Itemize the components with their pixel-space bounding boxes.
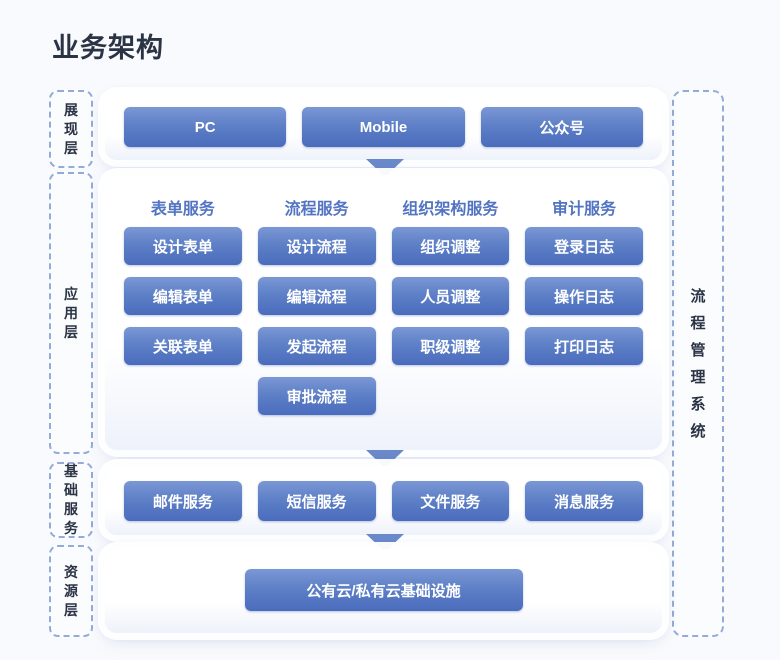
layer-tag-presentation: 展现层 [49,90,93,168]
resource-button-row: 公有云/私有云基础设施 [105,569,662,611]
button-cloud-infrastructure[interactable]: 公有云/私有云基础设施 [244,569,523,611]
button-personnel-adjustment[interactable]: 人员调整 [391,277,510,315]
button-operation-log[interactable]: 操作日志 [525,277,643,315]
page-title: 业务架构 [52,33,164,63]
button-org-adjustment[interactable]: 组织调整 [391,227,510,265]
panel-application-layer: 表单服务 流程服务 组织架构服务 审计服务 设计表单 编辑表单 关联表单 设计流… [105,175,662,450]
layer-tag-basic-services: 基础服务 [49,462,93,538]
button-approve-process[interactable]: 审批流程 [257,377,376,415]
button-official-account[interactable]: 公众号 [480,107,643,147]
basic-services-button-row: 邮件服务 短信服务 文件服务 消息服务 [124,481,643,521]
column-header-process-service: 流程服务 [284,201,349,218]
button-pc[interactable]: PC [124,107,287,147]
layer-tag-resource-label: 资源层 [64,563,78,618]
panel-basic-services: 邮件服务 短信服务 文件服务 消息服务 [105,466,662,535]
layer-tag-resource: 资源层 [49,545,93,637]
system-tag-label: 流程管理系统 [690,287,706,440]
application-service-grid: 设计表单 编辑表单 关联表单 设计流程 编辑流程 发起流程 审批流程 组织调整 … [124,227,643,415]
system-tag-process-management: 流程管理系统 [672,90,724,637]
button-design-form[interactable]: 设计表单 [124,227,242,265]
column-header-form-service: 表单服务 [150,201,215,218]
button-message-service[interactable]: 消息服务 [525,481,643,521]
application-column-headers: 表单服务 流程服务 组织架构服务 审计服务 [124,195,643,219]
button-print-log[interactable]: 打印日志 [525,327,643,365]
layer-tag-presentation-label: 展现层 [64,101,78,156]
panel-presentation-layer: PC Mobile 公众号 [105,94,662,160]
layer-tag-basic-services-label: 基础服务 [64,463,78,536]
button-start-process[interactable]: 发起流程 [257,327,376,365]
button-mail-service[interactable]: 邮件服务 [124,481,242,521]
panel-resource-layer: 公有云/私有云基础设施 [105,549,662,633]
column-form-service: 设计表单 编辑表单 关联表单 [124,227,242,415]
button-sms-service[interactable]: 短信服务 [257,481,376,521]
column-header-org-structure-service: 组织架构服务 [402,201,499,218]
button-link-form[interactable]: 关联表单 [124,327,242,365]
button-login-log[interactable]: 登录日志 [525,227,643,265]
column-header-audit-service: 审计服务 [552,201,617,218]
button-edit-form[interactable]: 编辑表单 [124,277,242,315]
column-org-structure-service: 组织调整 人员调整 职级调整 [391,227,510,415]
button-file-service[interactable]: 文件服务 [391,481,510,521]
column-process-service: 设计流程 编辑流程 发起流程 审批流程 [257,227,376,415]
button-rank-adjustment[interactable]: 职级调整 [391,327,510,365]
presentation-button-row: PC Mobile 公众号 [124,107,643,147]
button-design-process[interactable]: 设计流程 [257,227,376,265]
button-edit-process[interactable]: 编辑流程 [257,277,376,315]
column-audit-service: 登录日志 操作日志 打印日志 [525,227,643,415]
layer-tag-application: 应用层 [49,172,93,454]
layer-tag-application-label: 应用层 [64,285,78,340]
button-mobile[interactable]: Mobile [302,107,465,147]
